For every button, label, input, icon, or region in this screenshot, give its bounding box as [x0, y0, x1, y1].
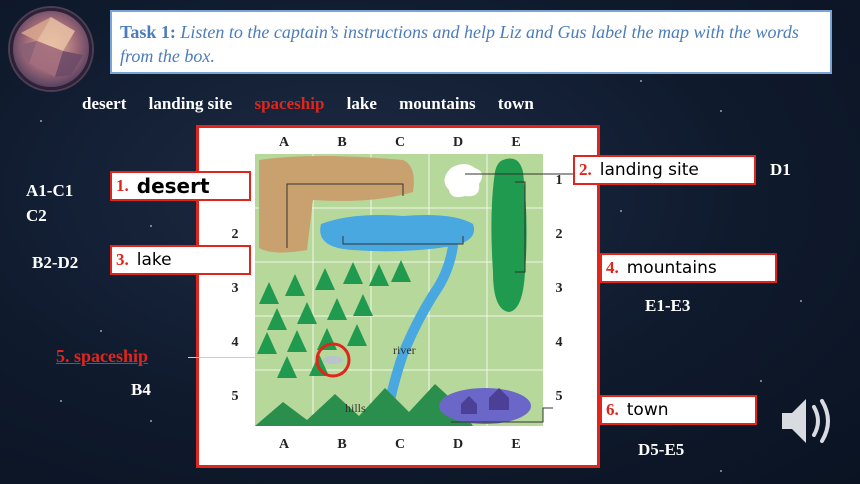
label-answer: landing site [599, 160, 699, 180]
coord-lake: B2-D2 [32, 253, 79, 272]
label-number: 3. [116, 250, 129, 269]
col-label-bottom: B [337, 437, 346, 452]
label-box-3[interactable]: 3. lake [110, 245, 251, 275]
river [386, 241, 458, 401]
row-label-left: 5 [232, 389, 239, 404]
hills-area [255, 384, 473, 426]
col-label-top: D [453, 135, 463, 150]
col-label-bottom: E [511, 437, 520, 452]
col-label-top: C [395, 135, 405, 150]
label-answer: spaceship [74, 346, 149, 366]
word-town: town [497, 94, 534, 113]
coord-desert-a: A1-C1 [26, 181, 74, 200]
task-text: Listen to the captain’s instructions and… [120, 22, 799, 66]
label-number: 6. [606, 400, 619, 419]
word-lake: lake [346, 94, 377, 113]
desert-area [259, 156, 414, 253]
word-bank: desert landing site spaceship lake mount… [82, 94, 552, 114]
label-box-2[interactable]: 2. landing site [573, 155, 756, 185]
row-label-left: 4 [232, 335, 239, 350]
label-5-spaceship: 5. spaceship [56, 346, 148, 367]
col-label-top: B [337, 135, 346, 150]
row-label-left: 2 [232, 227, 239, 242]
grid-map: A B C D E A B C D E 2 3 4 5 1 2 3 4 5 ri… [232, 135, 579, 452]
label-number: 2. [579, 160, 592, 179]
river-label: river [393, 343, 416, 357]
hills-label: hills [345, 401, 366, 415]
label-number: 1. [116, 176, 129, 195]
word-landing-site: landing site [148, 94, 233, 113]
label-number: 5. [56, 346, 70, 366]
col-label-bottom: C [395, 437, 405, 452]
label-box-1[interactable]: 1. desert [110, 171, 251, 201]
spaceship-icon [315, 342, 351, 378]
spaceship-leader-line [188, 357, 268, 358]
star-dot [150, 420, 152, 422]
lake-area [320, 215, 475, 252]
star-dot [720, 110, 722, 112]
coord-mountains: E1-E3 [645, 296, 691, 315]
label-answer: desert [136, 174, 210, 198]
row-label-left: 3 [232, 281, 239, 296]
word-spaceship: spaceship [254, 94, 325, 113]
geometric-planet-logo [10, 8, 92, 90]
mountain-range [491, 158, 527, 312]
row-label-right: 2 [556, 227, 563, 242]
speaker-icon[interactable] [778, 393, 838, 454]
word-mountains: mountains [399, 94, 476, 113]
row-label-right: 5 [556, 389, 563, 404]
col-label-bottom: D [453, 437, 463, 452]
landing-site-area [444, 164, 483, 198]
star-dot [800, 300, 802, 302]
label-number: 4. [606, 258, 619, 277]
coord-landing-site: D1 [770, 160, 791, 179]
star-dot [150, 225, 152, 227]
star-dot [720, 470, 722, 472]
row-label-right: 4 [556, 335, 563, 350]
word-desert: desert [82, 94, 127, 113]
row-label-right: 3 [556, 281, 563, 296]
star-dot [100, 330, 102, 332]
col-label-top: A [279, 135, 290, 150]
label-answer: mountains [626, 258, 717, 278]
task-instruction-box: Task 1: Listen to the captain’s instruct… [110, 10, 832, 74]
star-dot [620, 210, 622, 212]
map-frame: A B C D E A B C D E 2 3 4 5 1 2 3 4 5 ri… [196, 125, 600, 468]
label-answer: lake [136, 250, 172, 270]
leader-lines [286, 173, 579, 423]
label-box-4[interactable]: 4. mountains [600, 253, 777, 283]
town-area [439, 388, 531, 424]
row-label-right: 1 [556, 173, 563, 188]
star-dot [640, 80, 642, 82]
coord-spaceship: B4 [131, 380, 151, 399]
task-label: Task 1: [120, 22, 176, 42]
coord-desert-b: C2 [26, 206, 47, 225]
label-box-6[interactable]: 6. town [600, 395, 757, 425]
col-label-top: E [511, 135, 520, 150]
coord-town: D5-E5 [638, 440, 685, 459]
star-dot [60, 400, 62, 402]
star-dot [760, 380, 762, 382]
col-label-bottom: A [279, 437, 290, 452]
star-dot [40, 120, 42, 122]
label-answer: town [626, 400, 669, 420]
